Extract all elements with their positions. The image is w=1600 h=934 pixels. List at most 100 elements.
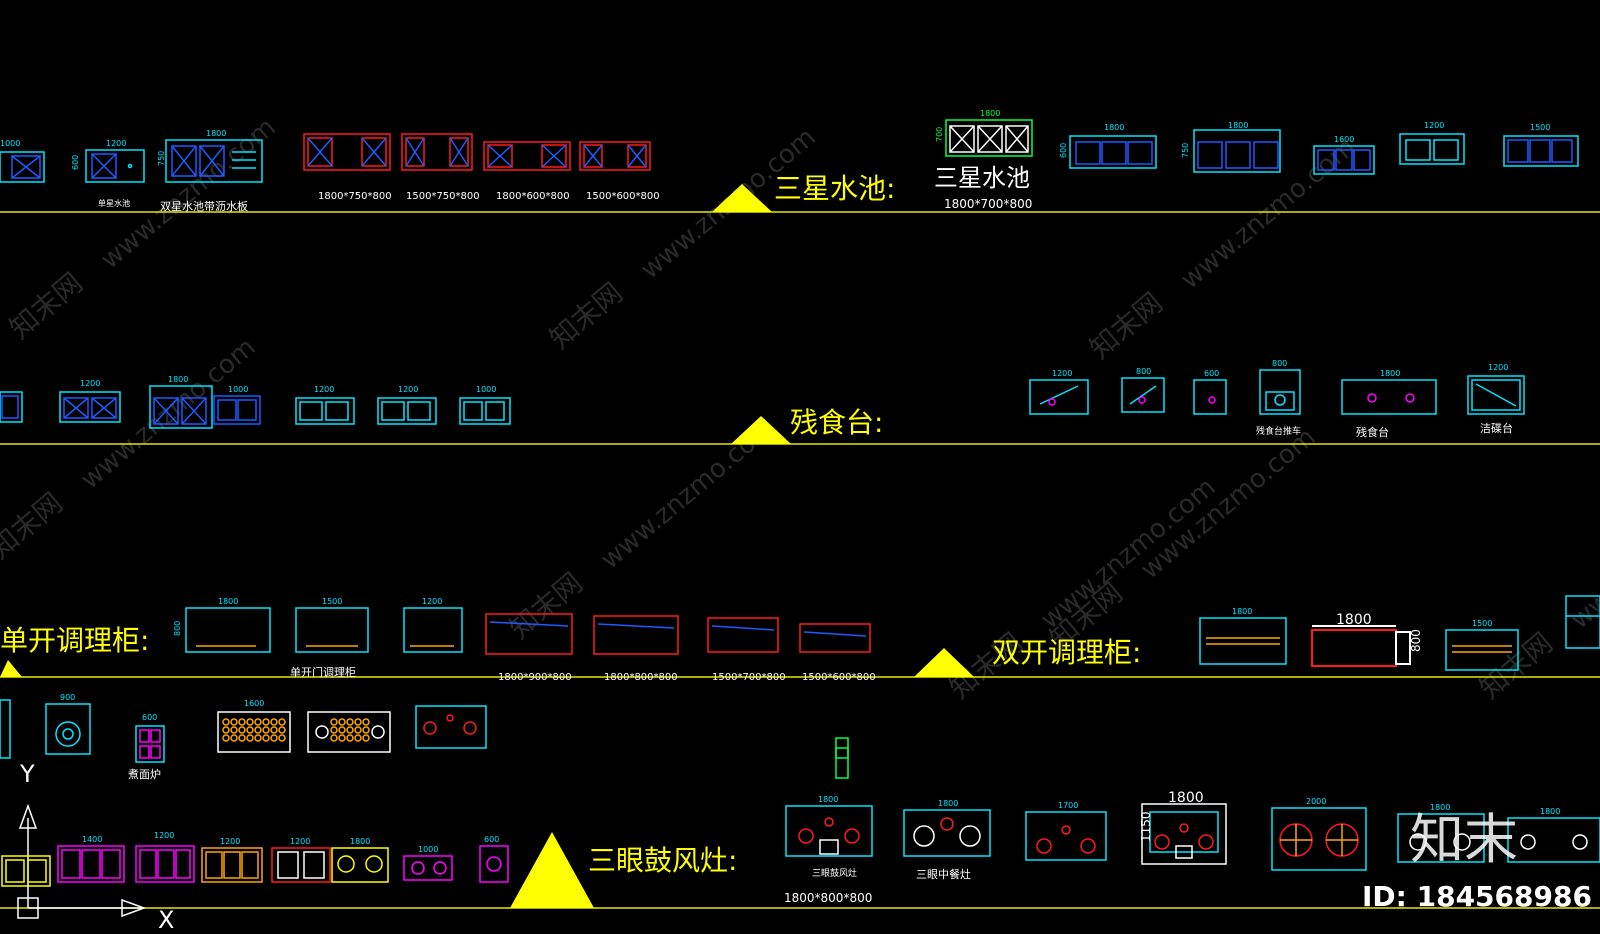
- burner-icon: [278, 718, 286, 726]
- dim-label: 1800: [1168, 790, 1204, 806]
- burner-icon: [262, 718, 270, 726]
- dim-label: 1000: [418, 845, 438, 854]
- burner-icon: [238, 718, 246, 726]
- dim-label: 1800: [1540, 807, 1560, 816]
- cab-dims-2: 1800*800*800: [604, 672, 678, 683]
- red-cabinet-2: [593, 615, 679, 655]
- watermark-url: www.znzmo.com: [1565, 472, 1600, 635]
- burner-icon: [338, 734, 346, 742]
- dim-label: 600: [1059, 143, 1068, 158]
- wash-table: [1467, 375, 1525, 415]
- dim-label: 1200: [154, 831, 174, 840]
- dim-label: 1200: [220, 837, 240, 846]
- dim-label: 1800: [938, 799, 958, 808]
- scraps-table-600: [1193, 379, 1227, 415]
- burner-icon: [270, 734, 278, 742]
- watermark-cn: 知末网: [503, 566, 589, 645]
- dim-label: 1200: [422, 597, 442, 606]
- single-cabinet-1500: [295, 607, 369, 653]
- heading-scraps: 残食台:: [790, 406, 883, 439]
- dim-label: 1200: [80, 379, 100, 388]
- red-sink-dims-4: 1500*600*800: [586, 191, 660, 202]
- row-1-sinks: 1000 1200 600 单星水池 1800 750 双星水池带沥水板: [0, 109, 1579, 213]
- sink-partial-left-row2: [0, 391, 23, 423]
- dim-label: 1500: [1530, 123, 1550, 132]
- double-cabinet-partial: [1565, 595, 1600, 649]
- burner-icon: [230, 718, 238, 726]
- dim-label: 600: [484, 835, 499, 844]
- dim-label: 1000: [228, 385, 248, 394]
- burner-icon: [254, 718, 262, 726]
- dim-label: 1800: [350, 837, 370, 846]
- three-star-sink-blue-2: [1193, 129, 1281, 173]
- red-sink-1800-750: [303, 133, 391, 171]
- double-sink-row2-4: [295, 397, 355, 425]
- ucs-axis-icon: [17, 803, 147, 919]
- burner-icon: [222, 734, 230, 742]
- image-id: ID: 184568986: [1362, 880, 1592, 913]
- stove-yellow-small: [1, 855, 51, 887]
- wash-table-label: 洁碟台: [1480, 421, 1513, 435]
- burner-icon: [278, 734, 286, 742]
- axis-y-label: Y: [19, 760, 35, 788]
- red-sink-dims-3: 1800*600*800: [496, 191, 570, 202]
- burner-icon: [330, 726, 338, 734]
- stove-1800-large: [1141, 803, 1227, 865]
- dim-label: 1600: [1334, 135, 1354, 144]
- dim-label: 1200: [1488, 363, 1508, 372]
- dim-label: 1200: [314, 385, 334, 394]
- red-sink-1500-600: [579, 141, 651, 171]
- dim-label: 800: [1409, 629, 1423, 652]
- dim-label: 750: [157, 151, 166, 166]
- dim-label: 1500: [322, 597, 342, 606]
- dim-label: 600: [1204, 369, 1219, 378]
- scraps-cart-label: 残食台推车: [1256, 425, 1301, 437]
- dim-label: 1200: [106, 139, 126, 148]
- double-sink-row2-6: [459, 397, 511, 425]
- double-sink-row2-5: [377, 397, 437, 425]
- watermark-cn: 知末网: [1473, 626, 1559, 705]
- range-stove-white: [307, 711, 391, 753]
- single-sink-label: 单星水池: [98, 198, 130, 208]
- row-3-cabinets: 1800 800 1500 单开门调理柜 1200 1800*900*800 1…: [173, 595, 1600, 683]
- burner-icon: [346, 718, 354, 726]
- dim-label: 900: [60, 693, 75, 702]
- triangle-marker-3: [0, 660, 22, 677]
- dim-label: 750: [1181, 143, 1190, 158]
- burner-icon: [238, 726, 246, 734]
- burner-icon: [338, 718, 346, 726]
- burner-icon: [362, 734, 370, 742]
- flue-symbol: [835, 737, 849, 779]
- stove-right-2: [1507, 817, 1600, 863]
- noodle-stove: [135, 725, 165, 763]
- axis-x-label: X: [158, 906, 174, 934]
- triangle-marker-5: [510, 832, 594, 908]
- heading-single-cabinet: 单开调理柜:: [0, 624, 149, 657]
- burner-icon: [246, 734, 254, 742]
- dim-label: 1800: [1228, 121, 1248, 130]
- stove-right-1: [1397, 813, 1485, 863]
- heading-double-cabinet: 双开调理柜:: [992, 636, 1141, 669]
- burner-icon: [270, 726, 278, 734]
- triple-sink-blue-right: [1503, 135, 1579, 167]
- dim-label: 800: [1136, 367, 1151, 376]
- double-sink-row2-1: [59, 391, 121, 423]
- wok-stove-small: [415, 705, 487, 749]
- range-stove-1600: [217, 711, 291, 753]
- dim-label: 1600: [244, 699, 264, 708]
- burner-icon: [262, 734, 270, 742]
- burner-icon: [278, 726, 286, 734]
- red-sink-dims-1: 1800*750*800: [318, 191, 392, 202]
- red-sink-dims-2: 1500*750*800: [406, 191, 480, 202]
- burner-icon: [354, 734, 362, 742]
- red-cabinet-1: [485, 613, 573, 655]
- double-cabinet-red: [1311, 625, 1411, 667]
- dim-label: 1700: [1058, 801, 1078, 810]
- burner-icon: [222, 718, 230, 726]
- double-sink-blue: [1399, 133, 1465, 165]
- burner-icon: [362, 726, 370, 734]
- dim-label: 1800: [1104, 123, 1124, 132]
- double-sink-drain-label: 双星水池带沥水板: [160, 199, 248, 213]
- stove-magenta-1200: [135, 845, 195, 883]
